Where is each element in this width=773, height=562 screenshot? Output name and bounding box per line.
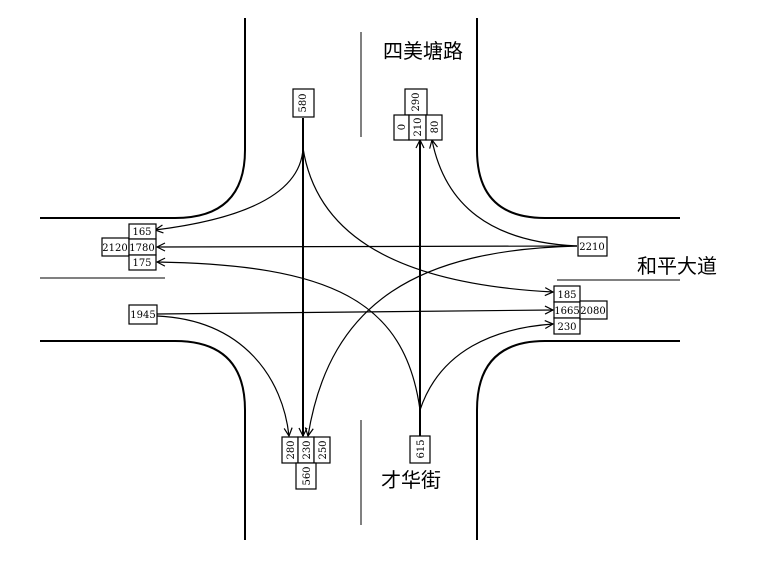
- road-edge-ne: [476, 18, 680, 219]
- north-approach-total: 580: [298, 93, 309, 112]
- road-edge-nw: [40, 18, 246, 219]
- north-exit-through: 210: [413, 117, 424, 136]
- west-exit-mid: 1780: [129, 243, 154, 254]
- flow-east-to-west: [157, 246, 578, 247]
- west-exit-total: 2120: [102, 243, 127, 254]
- south-exit-boxes: 280 230 250 560: [281, 436, 331, 490]
- road-edge-se: [476, 340, 680, 540]
- north-exit-total: 290: [411, 92, 422, 111]
- flow-east-to-north: [432, 140, 578, 247]
- east-exit-bottom: 230: [557, 322, 576, 333]
- north-exit-left: 0: [397, 124, 408, 130]
- flow-south-to-west: [157, 262, 421, 411]
- street-name-north: 四美塘路: [383, 39, 463, 63]
- flow-west-to-south: [156, 315, 289, 436]
- east-exit-boxes: 185 1665 230 2080: [553, 285, 608, 335]
- west-exit-top: 165: [132, 227, 151, 238]
- west-exit-boxes: 2120 165 1780 175: [101, 223, 157, 271]
- south-exit-total: 560: [302, 466, 313, 485]
- east-exit-mid: 1665: [554, 306, 579, 317]
- flow-east-to-south: [308, 245, 578, 436]
- road-edge-sw: [40, 340, 246, 540]
- west-exit-bottom: 175: [132, 258, 151, 269]
- west-approach-box: 1945: [128, 304, 158, 325]
- east-exit-top: 185: [557, 290, 576, 301]
- south-approach-total: 615: [416, 439, 427, 458]
- road-edges: [40, 18, 680, 540]
- flow-west-to-east: [156, 310, 553, 314]
- south-exit-left: 280: [286, 440, 297, 459]
- north-exit-boxes: 290 0 210 80: [393, 88, 443, 141]
- east-approach-total: 2210: [579, 242, 604, 253]
- street-name-east: 和平大道: [637, 254, 717, 278]
- flow-lines: [155, 118, 578, 436]
- west-approach-total: 1945: [130, 310, 155, 321]
- north-approach-box: 580: [292, 88, 315, 118]
- east-exit-total: 2080: [580, 306, 605, 317]
- south-exit-mid: 230: [302, 440, 313, 459]
- east-approach-box: 2210: [577, 236, 608, 257]
- south-exit-right: 250: [318, 440, 329, 459]
- flow-north-to-east: [302, 147, 553, 292]
- flow-south-to-east: [419, 324, 553, 411]
- north-exit-right: 80: [430, 121, 441, 134]
- south-approach-box: 615: [409, 435, 431, 464]
- flow-north-to-west: [155, 147, 304, 230]
- street-name-south: 才华街: [381, 468, 441, 492]
